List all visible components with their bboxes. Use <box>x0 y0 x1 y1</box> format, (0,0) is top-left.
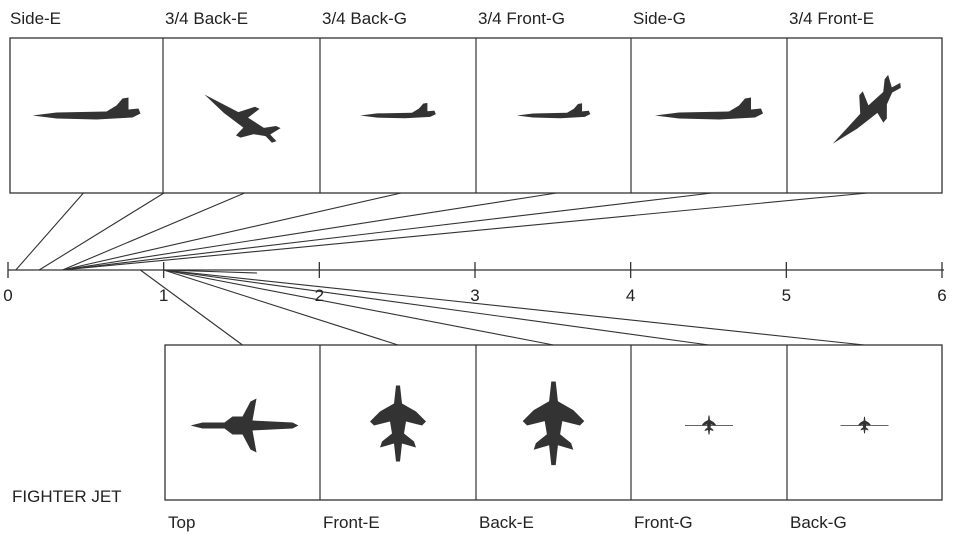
jet-front-icon <box>858 416 871 434</box>
top-view-label: Side-E <box>10 9 61 28</box>
axis-tick-label: 2 <box>315 286 324 305</box>
view-labels: Side-E 3/4 Back-E 3/4 Back-G 3/4 Front-G Sid… <box>10 9 874 532</box>
top-connector <box>38 192 165 271</box>
figure-title: FIGHTER JET <box>12 487 122 506</box>
bottom-connector <box>163 269 865 346</box>
jet-three-quarter-icon <box>824 67 910 160</box>
jet-three-quarter-icon <box>194 85 286 152</box>
jet-front-icon <box>702 415 716 435</box>
axis-tick-label: 1 <box>159 286 168 305</box>
axis-tick-label: 3 <box>470 286 479 305</box>
bottom-view-label: Front-E <box>323 513 380 532</box>
connector-lines <box>15 192 868 346</box>
top-view-label: 3/4 Back-E <box>165 9 248 28</box>
top-connector <box>62 192 868 271</box>
top-connector <box>15 192 84 271</box>
axis-tick-label: 6 <box>937 286 946 305</box>
bottom-connector <box>163 269 710 346</box>
top-connector <box>62 192 557 271</box>
top-connector <box>62 192 402 271</box>
bottom-connector <box>139 269 243 346</box>
jet-side-icon <box>32 97 141 120</box>
distance-axis: 0 1 2 3 4 5 6 <box>3 262 947 305</box>
top-view-frames <box>9 37 943 194</box>
top-connector <box>62 192 245 271</box>
jet-side-icon <box>516 103 591 119</box>
axis-tick-label: 5 <box>782 286 791 305</box>
bottom-view-frames <box>164 344 943 501</box>
top-view-label: 3/4 Front-E <box>789 9 874 28</box>
bottom-view-label: Back-E <box>479 513 534 532</box>
bottom-view-label: Front-G <box>634 513 693 532</box>
top-view-label: 3/4 Front-G <box>478 9 565 28</box>
bottom-view-label: Back-G <box>790 513 847 532</box>
jet-top-icon <box>190 398 299 453</box>
bottom-view-label: Top <box>168 513 195 532</box>
jet-side-icon <box>360 102 436 119</box>
bottom-connector <box>163 269 399 346</box>
axis-tick-label: 4 <box>626 286 635 305</box>
top-view-label: Side-G <box>633 9 686 28</box>
jet-front-icon <box>522 381 585 466</box>
jet-front-icon <box>370 385 426 462</box>
axis-tick-label: 0 <box>3 286 12 305</box>
top-connector <box>62 192 713 271</box>
jet-side-icon <box>655 97 763 120</box>
bottom-connector <box>163 269 554 346</box>
top-view-label: 3/4 Back-G <box>322 9 407 28</box>
